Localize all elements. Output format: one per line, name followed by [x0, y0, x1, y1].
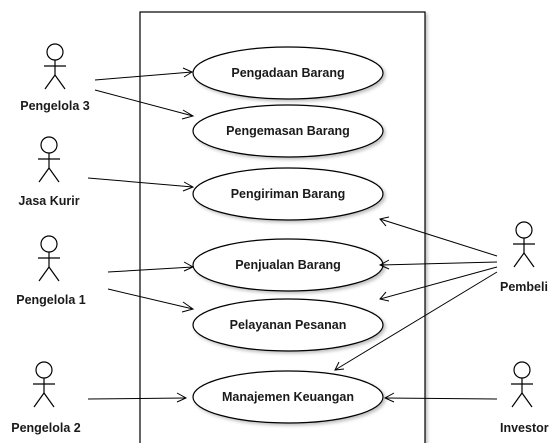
- use-case-pengiriman-barang[interactable]: Pengiriman Barang: [192, 167, 384, 221]
- actor-investor[interactable]: [511, 361, 533, 408]
- use-case-penjualan-barang[interactable]: Penjualan Barang: [192, 238, 384, 292]
- use-case-label: Pengemasan Barang: [226, 124, 350, 138]
- actor-label-pengelola-1: Pengelola 1: [16, 293, 86, 307]
- actor-label-pengelola-2: Pengelola 2: [11, 421, 81, 435]
- actor-label-investor: Investor: [500, 421, 549, 435]
- actor-pengelola-1[interactable]: [38, 235, 60, 282]
- use-case-pengadaan-barang[interactable]: Pengadaan Barang: [192, 46, 384, 100]
- association-pembeli-penjualan: [378, 259, 498, 270]
- actor-jasa-kurir[interactable]: [38, 136, 60, 183]
- use-case-label: Penjualan Barang: [235, 258, 341, 272]
- association-pembeli-pelayanan: [379, 266, 498, 302]
- use-case-label: Pengadaan Barang: [231, 66, 344, 80]
- association-pengelola1-penjualan: [107, 261, 195, 273]
- actor-label-pembeli: Pembeli: [500, 280, 548, 294]
- association-pengelola3-pengemasan: [94, 89, 195, 120]
- association-pembeli-manajemen: [334, 271, 498, 371]
- actor-pengelola-2[interactable]: [33, 361, 55, 408]
- use-case-manajemen-keuangan[interactable]: Manajemen Keuangan: [192, 370, 384, 424]
- association-pengelola2-manajemen: [87, 392, 188, 403]
- association-pengelola3-pengadaan: [94, 67, 194, 81]
- use-case-label: Pengiriman Barang: [231, 187, 346, 201]
- use-case-label: Pelayanan Pesanan: [230, 318, 347, 332]
- actor-pembeli[interactable]: [513, 221, 535, 268]
- actor-pengelola-3[interactable]: [44, 43, 66, 90]
- association-jasakurir-pengiriman: [87, 177, 195, 192]
- use-case-pengemasan-barang[interactable]: Pengemasan Barang: [192, 104, 384, 158]
- actor-label-pengelola-3: Pengelola 3: [20, 99, 90, 113]
- association-pengelola1-pelayanan: [107, 288, 195, 313]
- use-case-label: Manajemen Keuangan: [222, 390, 354, 404]
- association-investor-manajemen: [383, 392, 498, 403]
- association-pembeli-pengiriman: [379, 216, 498, 257]
- actor-label-jasa-kurir: Jasa Kurir: [18, 194, 79, 208]
- use-case-pelayanan-pesanan[interactable]: Pelayanan Pesanan: [192, 298, 384, 352]
